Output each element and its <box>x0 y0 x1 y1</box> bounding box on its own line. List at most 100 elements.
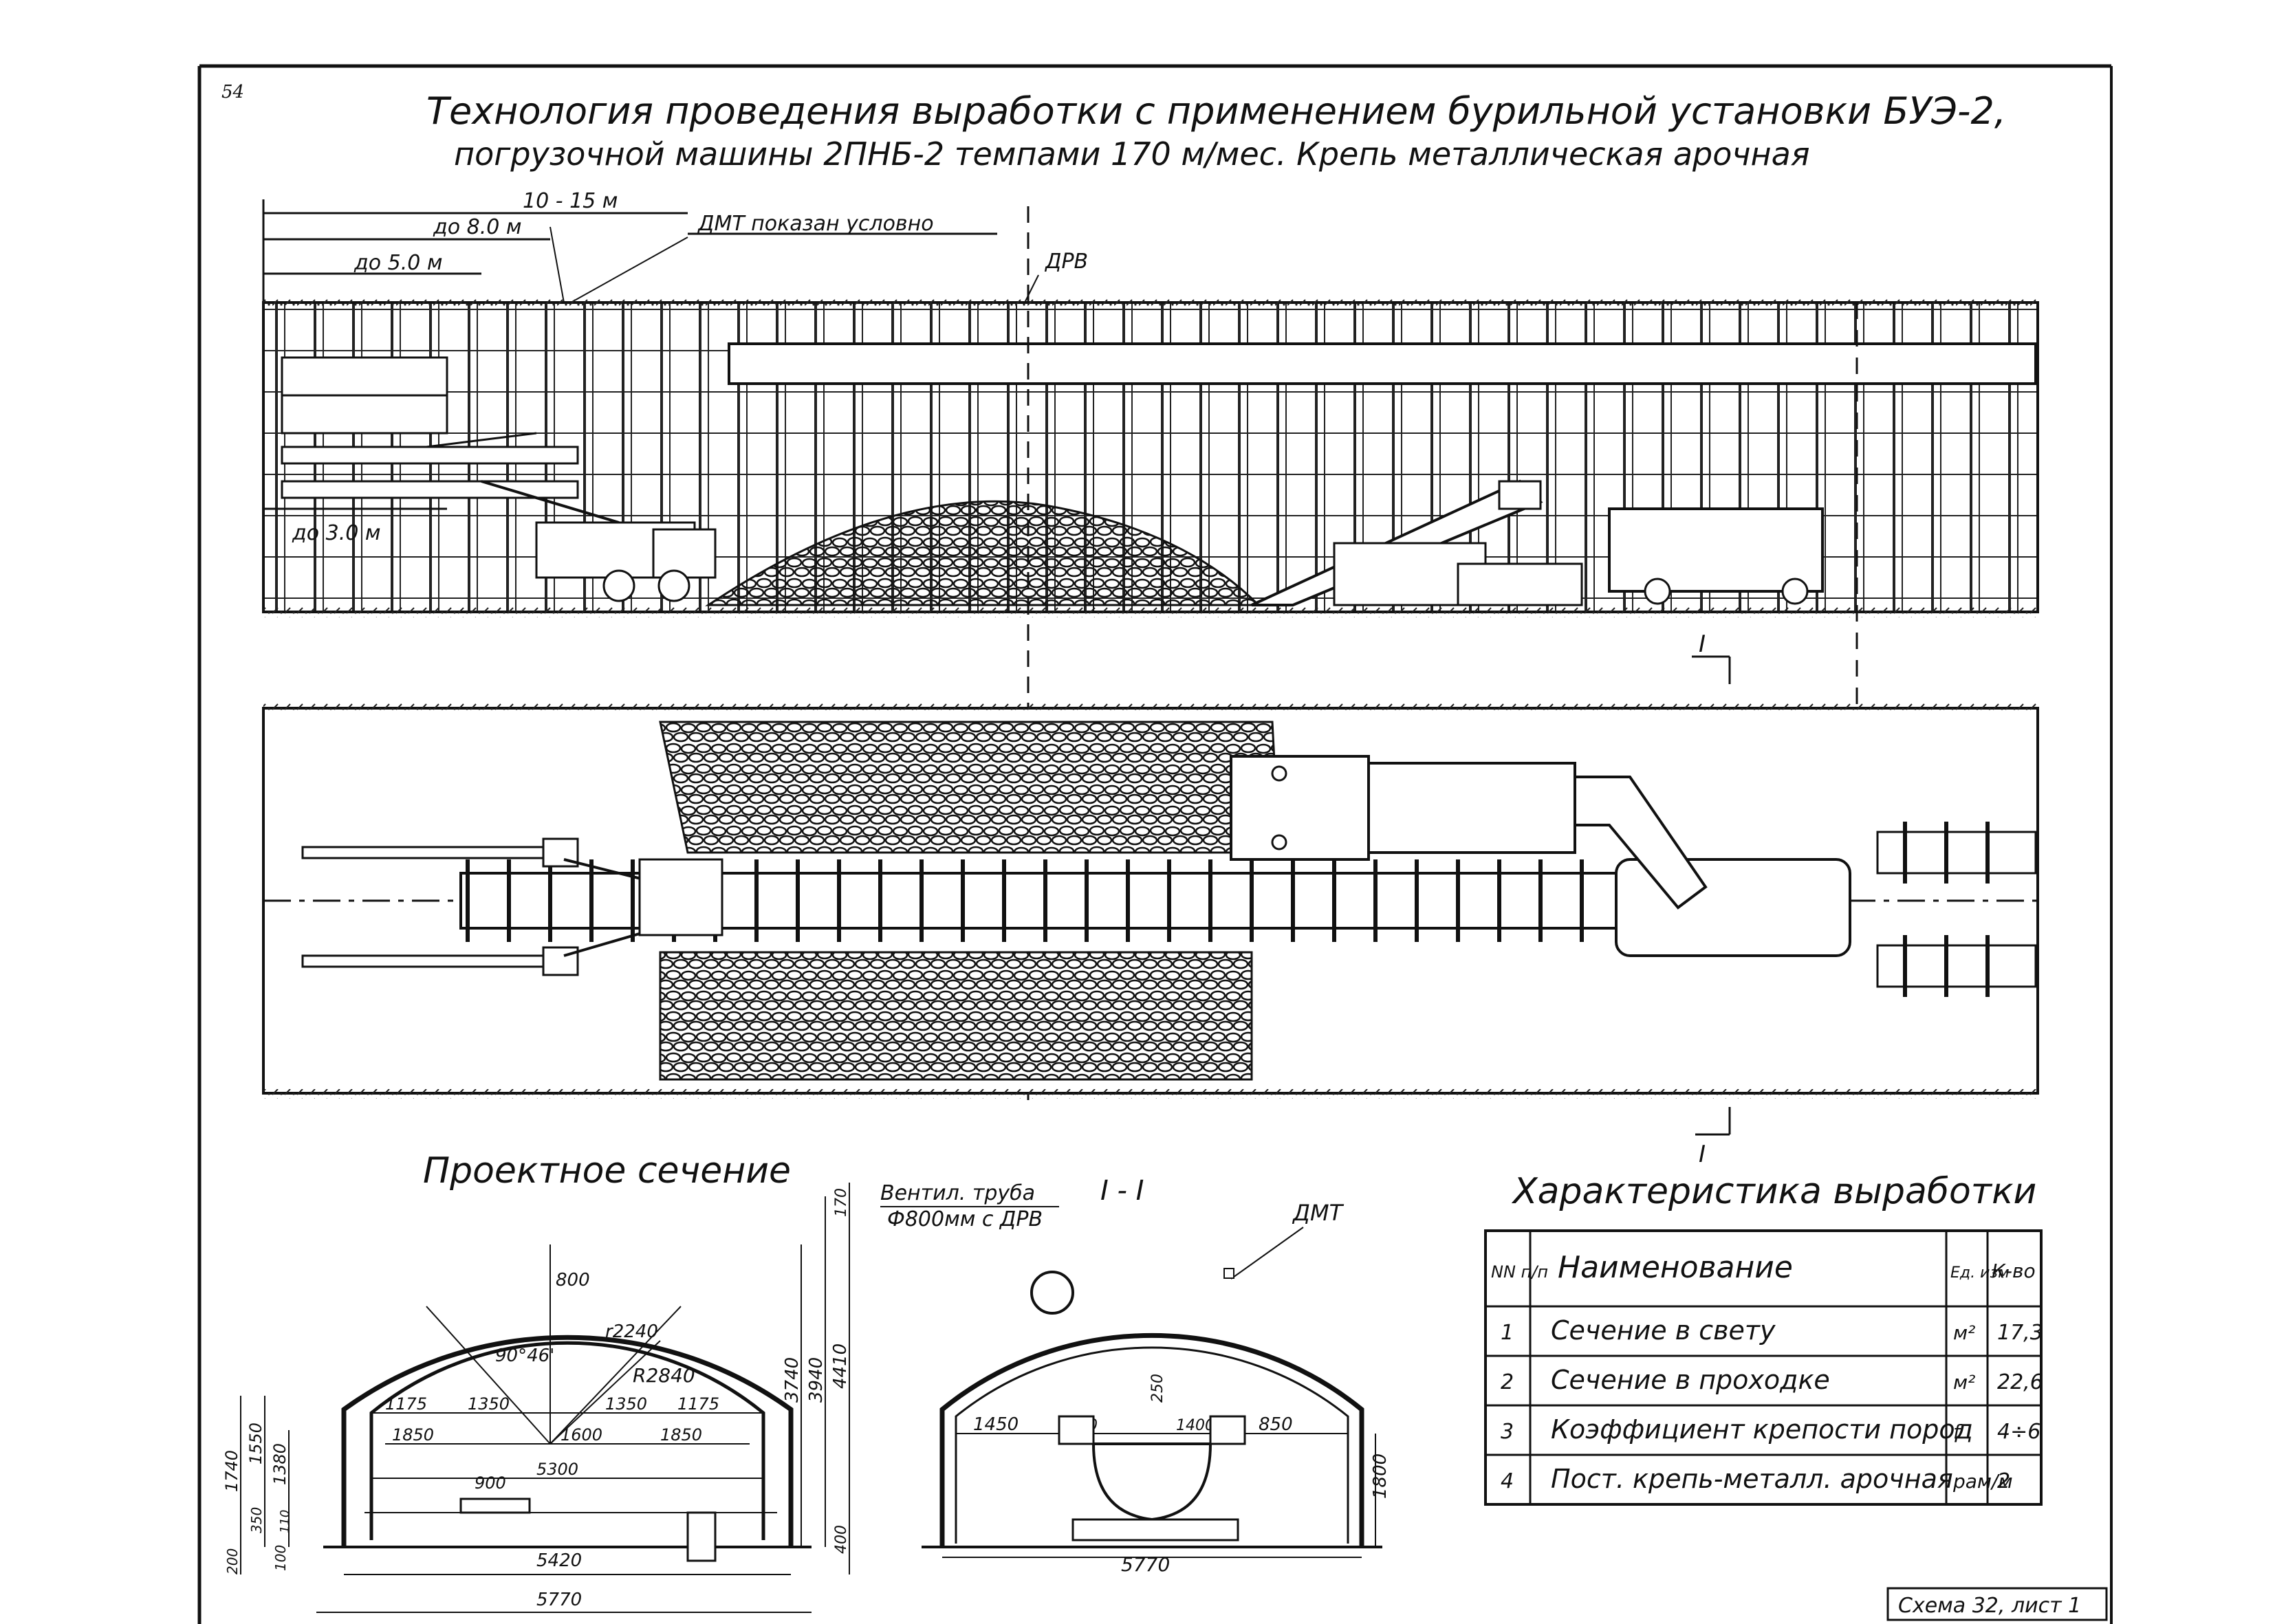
radial-lines <box>371 1244 763 1479</box>
svg-text:1550: 1550 <box>246 1423 265 1464</box>
row-name: Коэффициент крепости пород <box>1551 1414 1973 1445</box>
section-I-I: I - I Вентил. труба Ф800мм с ДРВ ДМТ 145… <box>880 1175 1391 1576</box>
svg-text:900: 900 <box>475 1473 506 1493</box>
svg-text:400: 400 <box>833 1525 850 1554</box>
svg-text:100: 100 <box>272 1545 289 1571</box>
arch-II-outer <box>939 1332 1364 1547</box>
svg-text:3940: 3940 <box>806 1357 827 1403</box>
svg-text:5770: 5770 <box>536 1590 582 1610</box>
svg-text:1450: 1450 <box>973 1414 1019 1435</box>
dmt-marker <box>1223 1268 1234 1279</box>
loader-plan <box>1230 755 1708 910</box>
section-mark-top: I <box>1692 630 1731 684</box>
row-qty: 4÷6 <box>1997 1420 2040 1444</box>
dim-3m: до 3.0 м <box>292 521 381 545</box>
svg-text:5420: 5420 <box>536 1550 582 1571</box>
row-num: 1 <box>1501 1321 1514 1345</box>
vent-pipe <box>728 342 2037 385</box>
scheme-stamp: Схема 32, лист 1 <box>1886 1587 2108 1621</box>
header-num: NN п/п <box>1491 1262 1548 1282</box>
svg-text:1175: 1175 <box>677 1394 719 1414</box>
track-extension <box>1876 822 2037 997</box>
mine-wagon <box>1608 507 1824 605</box>
svg-text:1850: 1850 <box>660 1425 702 1445</box>
dim-5m: до 5.0 м <box>353 251 443 275</box>
row-num: 4 <box>1501 1469 1514 1493</box>
row-qty: 2 <box>1997 1469 2010 1493</box>
dmt-label: ДМТ <box>1292 1200 1345 1226</box>
row-num: 2 <box>1501 1370 1514 1394</box>
elevation-view: 10 - 15 м до 8.0 м до 5.0 м ДМТ показан … <box>262 189 2039 617</box>
svg-text:1800: 1800 <box>1370 1453 1391 1499</box>
rock-pile-top <box>659 721 1281 854</box>
row-name: Сечение в проходке <box>1551 1365 1830 1395</box>
svg-text:800: 800 <box>556 1270 590 1291</box>
svg-text:170: 170 <box>833 1188 850 1217</box>
svg-text:350: 350 <box>248 1507 265 1533</box>
row-unit: рам/м <box>1952 1470 2013 1493</box>
loader-section <box>1091 1442 1212 1522</box>
radius-R: R2840 <box>633 1364 695 1387</box>
section-mark-bottom: I <box>1695 1107 1731 1168</box>
arch-II-inner <box>955 1346 1349 1544</box>
row-name: Сечение в свету <box>1551 1315 1776 1346</box>
plan-view <box>262 703 2039 1099</box>
header-unit: Ед. изм <box>1950 1264 2010 1282</box>
drill-booms-plan <box>301 837 723 976</box>
loader-2pnb2 <box>1251 479 1583 606</box>
track-sleepers <box>466 859 1584 942</box>
elevation-dimensions: 10 - 15 м до 8.0 м до 5.0 м ДМТ показан … <box>262 189 1088 303</box>
svg-text:1350: 1350 <box>605 1394 647 1414</box>
project-section-title: Проектное сечение <box>423 1150 791 1192</box>
drain-channel <box>686 1511 717 1562</box>
svg-text:200: 200 <box>224 1548 241 1574</box>
row-qty: 22,6 <box>1997 1370 2043 1394</box>
svg-text:1740: 1740 <box>222 1450 241 1492</box>
svg-text:1600: 1600 <box>560 1425 602 1445</box>
angle-label: 90°46' <box>495 1346 554 1366</box>
radius-r: r2240 <box>605 1321 658 1342</box>
svg-text:5300: 5300 <box>536 1460 578 1479</box>
header-qty: К-во <box>1992 1260 2036 1282</box>
arch-inner <box>369 1341 765 1540</box>
drill-rig: до 3.0 м <box>263 356 717 602</box>
vent-pipe-circle <box>1030 1271 1074 1315</box>
title-line-2: погрузочной машины 2ПНБ-2 темпами 170 м/… <box>454 135 1810 173</box>
muck-pile <box>705 500 1261 606</box>
svg-text:1400: 1400 <box>1176 1417 1215 1434</box>
row-name: Пост. крепь-металл. арочная <box>1551 1464 1953 1494</box>
scheme-label: Схема 32, лист 1 <box>1898 1594 2081 1618</box>
characteristics-title: Характеристика выработки <box>1511 1171 2036 1212</box>
characteristics-block: Характеристика выработки NN п/п Наименова… <box>1484 1171 2043 1506</box>
floor-rock <box>263 606 2038 617</box>
svg-text:1850: 1850 <box>392 1425 434 1445</box>
svg-text:5770: 5770 <box>1121 1553 1170 1576</box>
svg-text:4410: 4410 <box>830 1343 851 1389</box>
row-qty: 17,3 <box>1997 1321 2043 1345</box>
arch-outer <box>341 1335 794 1547</box>
svg-text:250: 250 <box>1149 1374 1166 1403</box>
project-section: Проектное сечение 90°46' R2840 r2240 800… <box>222 1150 851 1613</box>
row-num: 3 <box>1501 1420 1514 1444</box>
table-frame <box>1484 1229 2043 1506</box>
vent-label-1: Вентил. труба <box>880 1181 1035 1205</box>
svg-text:I: I <box>1699 630 1706 658</box>
svg-text:110: 110 <box>278 1510 292 1533</box>
drv-label: ДРВ <box>1044 250 1088 274</box>
rail-bed <box>459 1497 531 1514</box>
page-number: 54 <box>221 82 244 102</box>
svg-text:3740: 3740 <box>782 1357 803 1403</box>
dmt-note: ДМТ показан условно <box>697 212 934 236</box>
svg-text:850: 850 <box>1259 1414 1293 1435</box>
svg-text:1175: 1175 <box>385 1394 427 1414</box>
title-line-1: Технология проведения выработки с примен… <box>426 89 2006 133</box>
svg-text:1350: 1350 <box>468 1394 510 1414</box>
vent-label-2: Ф800мм с ДРВ <box>887 1207 1043 1231</box>
dim-8m: до 8.0 м <box>433 215 522 239</box>
header-name: Наименование <box>1558 1250 1793 1285</box>
svg-text:1380: 1380 <box>270 1443 290 1485</box>
